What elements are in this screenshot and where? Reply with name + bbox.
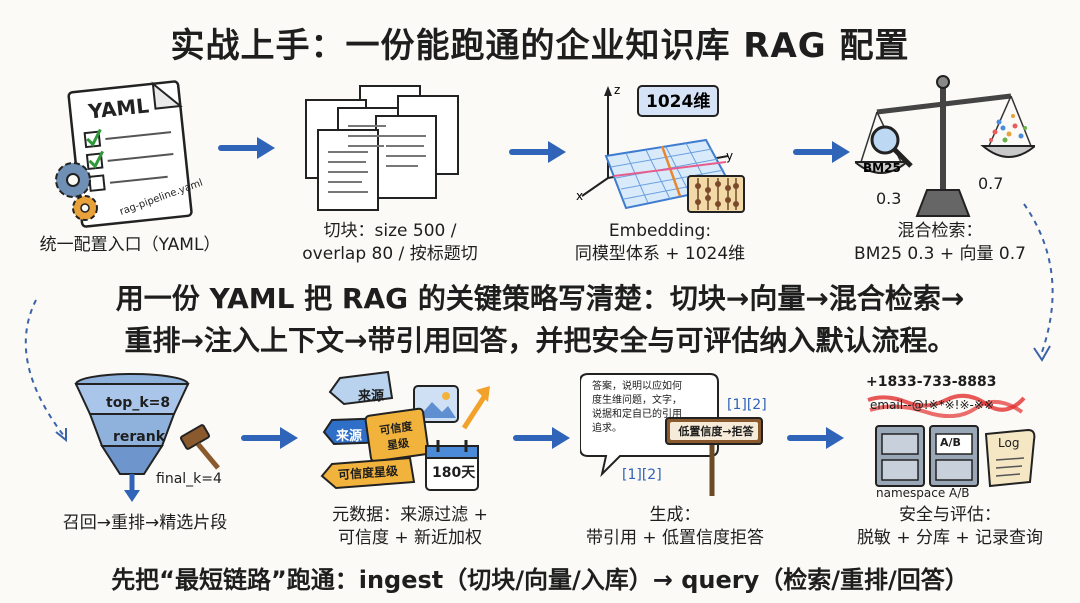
flow-arrow	[218, 137, 275, 159]
metadata-tags	[320, 370, 490, 491]
svg-text:BM25: BM25	[863, 161, 901, 175]
photo-icon	[413, 385, 459, 423]
signpost-icon	[665, 417, 763, 496]
tag-source-1: 来源	[358, 389, 385, 404]
bm25-weight: 0.3	[876, 189, 902, 208]
redacted-email: email--@!※*※!※-※※	[870, 398, 994, 412]
tag-credibility-1: 可信度 星级	[378, 419, 414, 453]
flow-arrow	[793, 141, 850, 163]
svg-text:z: z	[614, 83, 620, 97]
redaction-scribble	[867, 393, 1026, 418]
summary-line-2: 重排→注入上下文→带引用回答，并把安全与可评估纳入默认流程。	[124, 324, 956, 357]
step-meta-caption: 元数据：来源过滤 + 可信度 + 新近加权	[332, 505, 488, 548]
step-security-caption: 安全与评估： 脱敏 + 分库 + 记录查询	[856, 505, 1044, 548]
documents-stack-icon	[305, 85, 459, 211]
speech-bubble-icon	[580, 373, 763, 496]
step-rerank-caption: 召回→重排→精选片段	[62, 513, 228, 533]
tag-icon	[320, 370, 430, 490]
flow-arrow	[513, 427, 570, 449]
vector-weight: 0.7	[978, 174, 1004, 193]
rerank-label: rerank	[113, 429, 166, 445]
log-label: Log	[998, 436, 1020, 450]
balance-scale-icon: BM25	[855, 75, 1035, 217]
answer-bubble-text: 答案，说明以应如何 度生维问题，文字， 说据和定自已的引用 追求。	[592, 381, 682, 434]
flow-arrow	[509, 141, 566, 163]
top-k-label: top_k=8	[106, 395, 171, 411]
abacus-icon	[687, 175, 745, 213]
refuse-sign-label: 低置信度→拒答	[678, 425, 754, 438]
calendar-days: 180天	[432, 465, 476, 481]
page-title: 实战上手：一份能跑通的企业知识库 RAG 配置	[170, 26, 910, 66]
file-cabinet-icon	[875, 425, 1036, 488]
vector-grid-icon: z y x 1024维	[576, 83, 745, 213]
svg-text:1024维: 1024维	[646, 91, 710, 112]
gavel-icon	[179, 424, 220, 470]
step-chunk-caption: 切块：size 500 / overlap 80 / 按标题切	[302, 221, 478, 264]
calendar-icon	[425, 440, 479, 491]
redacted-phone: +1833-733-8883	[866, 374, 997, 390]
citation-bottom: [1][2]	[622, 467, 662, 483]
step-hybrid-caption: 混合检索： BM25 0.3 + 向量 0.7	[854, 221, 1026, 264]
citation-top: [1][2]	[727, 397, 767, 413]
namespace-label: namespace A/B	[876, 486, 970, 500]
summary-line-1: 用一份 YAML 把 RAG 的关键策略写清楚：切块→向量→混合检索→	[115, 282, 965, 315]
trend-arrow-icon	[461, 386, 490, 430]
magnifier-icon	[870, 125, 913, 168]
footer-text: 先把“最短链路”跑通：ingest（切块/向量/入库）→ query（检索/重排…	[111, 566, 969, 594]
final-k-label: final_k=4	[156, 471, 222, 487]
ab-label: A/B	[940, 436, 961, 449]
step-generate-caption: 生成： 带引用 + 低置信度拒答	[585, 505, 765, 548]
svg-text:x: x	[576, 189, 583, 203]
flow-arrow	[787, 427, 844, 449]
flow-arrow	[241, 427, 298, 449]
log-scroll-icon	[984, 428, 1036, 488]
funnel-icon	[74, 373, 220, 502]
step-yaml-caption: 统一配置入口（YAML）	[39, 235, 221, 255]
svg-text:y: y	[726, 149, 733, 163]
gear-icon	[55, 162, 98, 221]
step-embed-caption: Embedding: 同模型体系 + 1024维	[574, 221, 746, 264]
yaml-doc-icon: YAML rag-pipeline.yaml	[55, 80, 204, 228]
tag-source-2: 来源	[336, 429, 363, 444]
